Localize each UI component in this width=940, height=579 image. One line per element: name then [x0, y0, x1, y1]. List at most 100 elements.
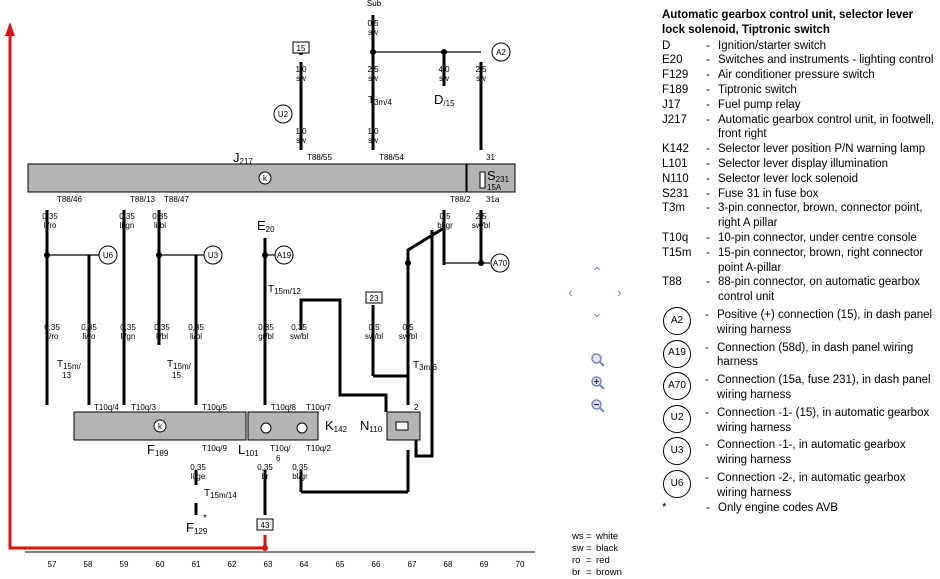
- legend-code: T15m: [662, 246, 692, 259]
- zoom-out-icon[interactable]: [590, 398, 606, 414]
- legend-title: Automatic gearbox control unit, selector…: [662, 9, 914, 36]
- pin-t10q7: T10q/7: [306, 403, 331, 412]
- pin-t10q9: T10q/9: [202, 444, 227, 453]
- wire-size-label: 0,5: [368, 323, 380, 332]
- pan-left-icon[interactable]: ‹: [568, 284, 573, 300]
- wire-size-label: 0,35: [44, 323, 60, 332]
- legend-desc: Tiptronic switch: [718, 83, 797, 96]
- wire-size-label: 2,5: [367, 65, 379, 74]
- conn-t3m4: T3m/4: [368, 95, 392, 107]
- pin-t10q3: T10q/3: [131, 403, 156, 412]
- track-number: 60: [156, 560, 165, 569]
- box-43: 43: [261, 521, 270, 530]
- pin-t88-47: T88/47: [164, 195, 189, 204]
- pin-t88-54: T88/54: [379, 153, 404, 162]
- highlight-path: [8, 28, 267, 550]
- legend-connection: U6-Connection -2-, in automatic gearbox …: [662, 469, 938, 501]
- legend-item: T10q-10-pin connector, under centre cons…: [662, 231, 938, 246]
- wire-size-label: 0,35: [120, 323, 136, 332]
- conn-t15m12: T15m/12: [268, 284, 301, 296]
- legend-code: J217: [662, 113, 687, 126]
- wire-color-label: li/bl: [190, 332, 202, 341]
- legend-connections: A2-Positive (+) connection (15), in dash…: [662, 306, 938, 501]
- fuse-box-housing: [466, 163, 516, 193]
- zoom-in-icon[interactable]: [590, 375, 606, 391]
- legend-code: T10q: [662, 231, 689, 244]
- wire-color-label: li/ro: [83, 332, 96, 341]
- wire-size-label: 1,0: [367, 127, 379, 136]
- legend-desc: Connection -1-, in automatic gearbox wir…: [717, 439, 906, 467]
- wire-color-label: sw/bl: [290, 332, 308, 341]
- legend-desc: Selector lever display illumination: [718, 157, 889, 170]
- legend-desc: Ignition/starter switch: [718, 39, 827, 52]
- pan-up-icon[interactable]: ⌃: [591, 264, 603, 280]
- k142-label: K142: [325, 418, 348, 434]
- wire-size-label: 0,35: [188, 323, 204, 332]
- connection-marker: U6: [663, 469, 691, 498]
- wire-labels: 0,5sw1,0sw1,0sw2,5sw1,0sw4,0sw2,5sw0,35l…: [42, 19, 490, 481]
- legend-desc: 10-pin connector, under centre console: [718, 231, 917, 244]
- legend-item: F189-Tiptronic switch: [662, 83, 938, 98]
- e20-label: E20: [257, 218, 275, 234]
- wire-size-label: 0,35: [154, 323, 170, 332]
- track-number: 57: [48, 560, 57, 569]
- pin-t10q5: T10q/5: [202, 403, 227, 412]
- connection-marker: A70: [663, 372, 691, 401]
- wire-color-label: li/bl: [156, 332, 168, 341]
- legend-desc: 15-pin connector, brown, right connector…: [718, 246, 924, 274]
- wire-color-label: li/ro: [46, 332, 59, 341]
- wire-color-label: li/gn: [121, 332, 136, 341]
- wire-color-label: li/ro: [44, 221, 57, 230]
- legend-connection: U2-Connection -1- (15), in automatic gea…: [662, 404, 938, 436]
- f189-label: F189: [147, 442, 169, 458]
- wire-color-label: gr/bl: [258, 332, 274, 341]
- legend-code: K142: [662, 143, 689, 156]
- zoom-search-icon[interactable]: [590, 352, 606, 368]
- s231-rating: 15A: [487, 183, 502, 192]
- legend-code: F129: [662, 69, 689, 82]
- n110-coil: [395, 421, 409, 431]
- color-key-row: br=brown: [572, 567, 622, 578]
- pin-31: 31: [486, 153, 495, 162]
- wire-color-label: br: [261, 472, 268, 481]
- l101-lamp: [260, 422, 272, 434]
- wire-size-label: 0,35: [152, 212, 168, 221]
- wire-size-label: 0,35: [292, 463, 308, 472]
- wire-color-label: sw: [296, 136, 306, 145]
- wire-color-label: sw/bl: [365, 332, 383, 341]
- wire-color-label: sw/bl: [399, 332, 417, 341]
- legend-desc: Selector lever lock solenoid: [718, 172, 858, 185]
- pan-right-icon[interactable]: ›: [617, 284, 622, 300]
- j217-symbol: [258, 171, 272, 185]
- wire-color-label: sw: [476, 74, 486, 83]
- legend-desc: 3-pin connector, brown, connector point,…: [718, 202, 923, 230]
- legend-item: N110-Selector lever lock solenoid: [662, 172, 938, 187]
- track-number: 66: [372, 560, 381, 569]
- box-15: 15: [297, 44, 306, 53]
- conn-t15m13-b: 13: [62, 371, 71, 380]
- legend-item: L101-Selector lever display illumination: [662, 157, 938, 172]
- wire-size-label: 1,0: [295, 65, 307, 74]
- box-top: Sub: [367, 0, 382, 8]
- track-number: 61: [192, 560, 201, 569]
- color-key-row: ro=red: [572, 555, 610, 566]
- connection-marker: U3: [663, 437, 691, 466]
- connection-marker: A2: [663, 306, 691, 335]
- pin-t10q4: T10q/4: [94, 403, 119, 412]
- legend-desc: Fuse 31 in fuse box: [718, 187, 819, 200]
- f189-symbol-k: k: [158, 422, 163, 431]
- legend-item: J217-Automatic gearbox control unit, in …: [662, 113, 938, 143]
- wire-color-label: sw: [368, 74, 378, 83]
- j217-label: J217: [233, 150, 253, 166]
- j217-housing: [27, 163, 467, 193]
- legend-desc: Fuel pump relay: [718, 98, 801, 111]
- color-key-row: sw=black: [572, 543, 619, 554]
- pan-down-icon[interactable]: ⌄: [591, 304, 603, 320]
- track-number: 67: [408, 560, 417, 569]
- highlight-arrow: [5, 22, 15, 36]
- legend-desc: Air conditioner pressure switch: [718, 69, 875, 82]
- wire-color-label: li/bl: [154, 221, 166, 230]
- pin-t10q2: T10q/2: [306, 444, 331, 453]
